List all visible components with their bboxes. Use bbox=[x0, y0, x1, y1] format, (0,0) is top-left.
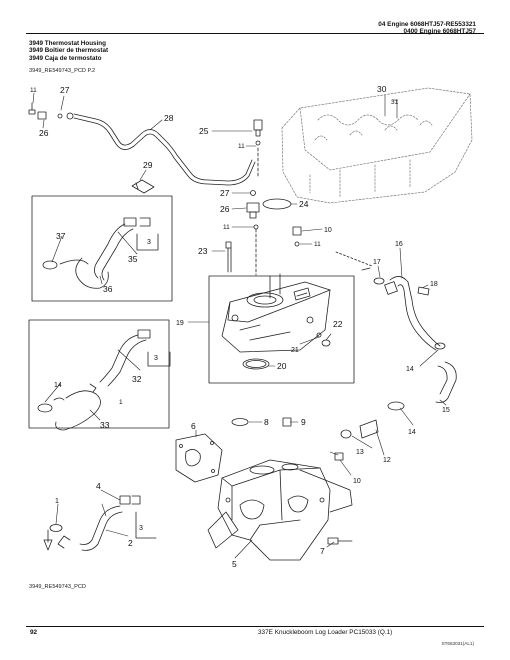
callout-27: 27 bbox=[60, 85, 70, 95]
callout-1: 1 bbox=[119, 399, 123, 406]
callout-11: 11 bbox=[238, 143, 245, 150]
callout-13: 13 bbox=[356, 449, 364, 456]
section-title: 3949 Thermostat Housing 3949 Boîtier de … bbox=[29, 40, 108, 62]
hose-assembly-upper bbox=[42, 217, 151, 289]
elbow-and-hoses-right bbox=[334, 267, 457, 461]
callout-3: 3 bbox=[139, 525, 143, 532]
callout-3: 3 bbox=[154, 355, 158, 362]
gasket bbox=[175, 433, 223, 483]
callout-26: 26 bbox=[39, 128, 49, 138]
callout-20: 20 bbox=[277, 361, 287, 371]
title-french: 3949 Boîtier de thermostat bbox=[29, 47, 109, 55]
callout-7: 7 bbox=[320, 546, 325, 556]
coolant-tube bbox=[73, 113, 253, 182]
thermostat-housing-cover bbox=[221, 273, 331, 353]
callout-14: 14 bbox=[408, 429, 416, 436]
callout-24: 24 bbox=[299, 199, 309, 209]
callout-16: 16 bbox=[395, 241, 403, 248]
callout-6: 6 bbox=[191, 421, 196, 431]
header-line-1: 04 Engine 6068HTJ57-RE553321 bbox=[378, 21, 476, 28]
title-spanish: 3949 Caja de termostato bbox=[29, 54, 102, 62]
title-english: 3949 Thermostat Housing bbox=[29, 40, 106, 47]
page-number: 92 bbox=[30, 629, 38, 636]
callout-5: 5 bbox=[232, 559, 237, 569]
callout-10: 10 bbox=[324, 227, 332, 234]
callout-27: 27 bbox=[220, 188, 230, 198]
callout-28: 28 bbox=[164, 113, 174, 123]
callout-33: 33 bbox=[100, 420, 110, 430]
callout-14: 14 bbox=[406, 366, 414, 373]
engine-block-ghost bbox=[281, 87, 473, 204]
callout-12: 12 bbox=[383, 457, 391, 464]
callout-22: 22 bbox=[333, 319, 343, 329]
thermostat-housing-base bbox=[207, 459, 353, 561]
callout-17: 17 bbox=[373, 259, 381, 266]
footer-model: 337E Knuckleboom Log Loader PC15033 (Q.1… bbox=[258, 629, 393, 636]
callout-14: 14 bbox=[54, 382, 62, 389]
callout-9: 9 bbox=[301, 417, 306, 427]
callout-21: 21 bbox=[291, 347, 299, 354]
callout-19: 19 bbox=[176, 320, 184, 327]
callout-29: 29 bbox=[143, 160, 153, 170]
callout-30: 30 bbox=[377, 84, 387, 94]
callout-31: 31 bbox=[391, 99, 399, 106]
callout-26: 26 bbox=[220, 204, 230, 214]
callout-37: 37 bbox=[56, 231, 66, 241]
callout-10: 10 bbox=[353, 478, 361, 485]
callout-23: 23 bbox=[198, 246, 208, 256]
callout-4: 4 bbox=[96, 481, 101, 491]
header-rule bbox=[26, 33, 484, 34]
callout-25: 25 bbox=[199, 126, 209, 136]
footer-rule bbox=[26, 626, 484, 627]
figure-ref-top: 3949_RE549743_PCD P.2 bbox=[29, 68, 96, 74]
callout-11: 11 bbox=[314, 241, 321, 248]
header-line-2: 0400 Engine 6068HTJ57 bbox=[403, 28, 476, 35]
callout-11: 11 bbox=[223, 224, 230, 231]
callout-2: 2 bbox=[128, 538, 133, 548]
small-hose-assembly bbox=[43, 495, 141, 551]
callout-18: 18 bbox=[430, 281, 438, 288]
figure-ref-bottom: 3949_RE549743_PCD bbox=[29, 584, 86, 590]
callout-15: 15 bbox=[442, 407, 450, 414]
callout-1: 1 bbox=[55, 498, 59, 505]
footer-code: ST663031(AL1) bbox=[441, 641, 474, 646]
callout-32: 32 bbox=[132, 374, 142, 384]
callout-8: 8 bbox=[264, 417, 269, 427]
callout-11: 11 bbox=[30, 87, 37, 94]
callout-35: 35 bbox=[128, 254, 138, 264]
callout-3: 3 bbox=[147, 239, 151, 246]
callout-36: 36 bbox=[103, 284, 113, 294]
